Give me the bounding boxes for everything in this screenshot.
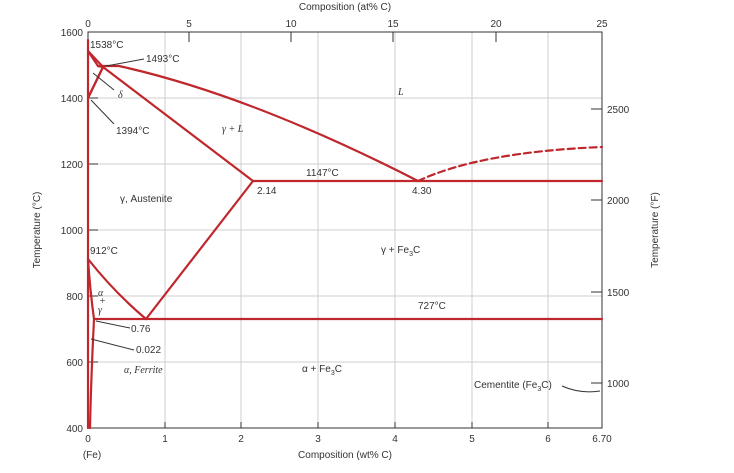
top-tick-label: 10 xyxy=(285,19,297,30)
label-gamma-plus-fe3c: γ + Fe3C xyxy=(381,245,420,258)
grid xyxy=(88,32,602,428)
right-tick-label: 1000 xyxy=(607,379,630,390)
label-0-76: 0.76 xyxy=(131,324,151,335)
label-ferrite: α, Ferrite xyxy=(124,365,163,376)
cementite-liquidus-line xyxy=(416,145,604,183)
delta-gamma-boundary xyxy=(86,64,105,100)
label-0-022: 0.022 xyxy=(136,345,161,356)
bottom-tick-label: 0 xyxy=(85,434,91,445)
left-tick-label: 800 xyxy=(66,292,83,303)
top-axis-title: Composition (at% C) xyxy=(299,2,391,13)
acm-line xyxy=(144,179,255,321)
right-tick-label: 2500 xyxy=(607,105,630,116)
phase-boundaries xyxy=(86,38,604,430)
bottom-tick-label: 4 xyxy=(392,434,398,445)
left-tick-label: 600 xyxy=(66,358,83,369)
bottom-tick-label: 2 xyxy=(238,434,244,445)
solvus-line xyxy=(88,317,96,430)
arrow-1394 xyxy=(90,99,115,125)
left-tick-label: 1600 xyxy=(61,28,84,39)
label-727: 727°C xyxy=(418,301,446,312)
label-912: 912°C xyxy=(90,246,118,257)
label-delta: δ xyxy=(118,90,123,101)
right-tick-label: 2000 xyxy=(607,196,630,207)
left-tick-label: 1200 xyxy=(61,160,84,171)
label-liquid: L xyxy=(397,87,404,98)
bottom-tick-label: 6.70 xyxy=(592,434,612,445)
left-axis: 400 600 800 1000 1200 1400 1600 Temperat… xyxy=(32,28,98,435)
arrow-0-022 xyxy=(90,338,135,351)
label-1147: 1147°C xyxy=(306,168,339,179)
left-tick-label: 400 xyxy=(66,424,83,435)
bottom-tick-label: 5 xyxy=(469,434,475,445)
bottom-tick-label: 1 xyxy=(162,434,168,445)
bottom-tick-label: 3 xyxy=(315,434,321,445)
right-tick-label: 1500 xyxy=(607,288,630,299)
top-axis: 0 5 10 15 20 25 Composition (at% C) xyxy=(85,2,608,42)
liquidus-line xyxy=(117,64,420,183)
label-alpha-plus-fe3c: α + Fe3C xyxy=(302,364,342,377)
label-1394: 1394°C xyxy=(116,126,149,137)
left-axis-title: Temperature (°C) xyxy=(32,192,43,269)
bottom-axis-title: Composition (wt% C) xyxy=(298,450,392,461)
top-tick-label: 25 xyxy=(596,19,608,30)
arrow-1493 xyxy=(105,58,145,67)
label-alpha-plus-gamma-1: α xyxy=(98,288,104,299)
label-alpha-plus-gamma-3: γ xyxy=(98,305,103,316)
top-tick-label: 0 xyxy=(85,19,91,30)
right-axis: 1000 1500 2000 2500 Temperature (°F) xyxy=(591,105,661,390)
label-1538: 1538°C xyxy=(90,40,123,51)
right-axis-title: Temperature (°F) xyxy=(650,192,661,268)
arrow-delta xyxy=(92,72,115,91)
bottom-tick-label: 6 xyxy=(545,434,551,445)
annotations: 1538°C 1493°C δ L 1394°C γ + L 1147°C 2.… xyxy=(90,40,601,393)
arrow-0-76 xyxy=(95,320,131,329)
left-tick-label: 1000 xyxy=(61,226,84,237)
label-alpha-plus-gamma-2: + xyxy=(99,296,106,307)
arrow-cementite xyxy=(561,385,601,393)
left-tick-label: 1400 xyxy=(61,94,84,105)
top-tick-label: 15 xyxy=(387,19,399,30)
label-cementite: Cementite (Fe3C) xyxy=(474,380,552,393)
a3-line xyxy=(86,257,148,321)
top-tick-label: 5 xyxy=(186,19,192,30)
top-tick-label: 20 xyxy=(490,19,502,30)
solidus-line xyxy=(101,65,255,183)
bottom-origin-note: (Fe) xyxy=(83,450,101,461)
label-4-30: 4.30 xyxy=(412,186,432,197)
label-1493: 1493°C xyxy=(146,54,179,65)
label-2-14: 2.14 xyxy=(257,186,277,197)
label-gamma-plus-liquid: γ + L xyxy=(222,124,244,135)
label-austenite: γ, Austenite xyxy=(120,194,173,205)
delta-solidus xyxy=(86,49,100,68)
